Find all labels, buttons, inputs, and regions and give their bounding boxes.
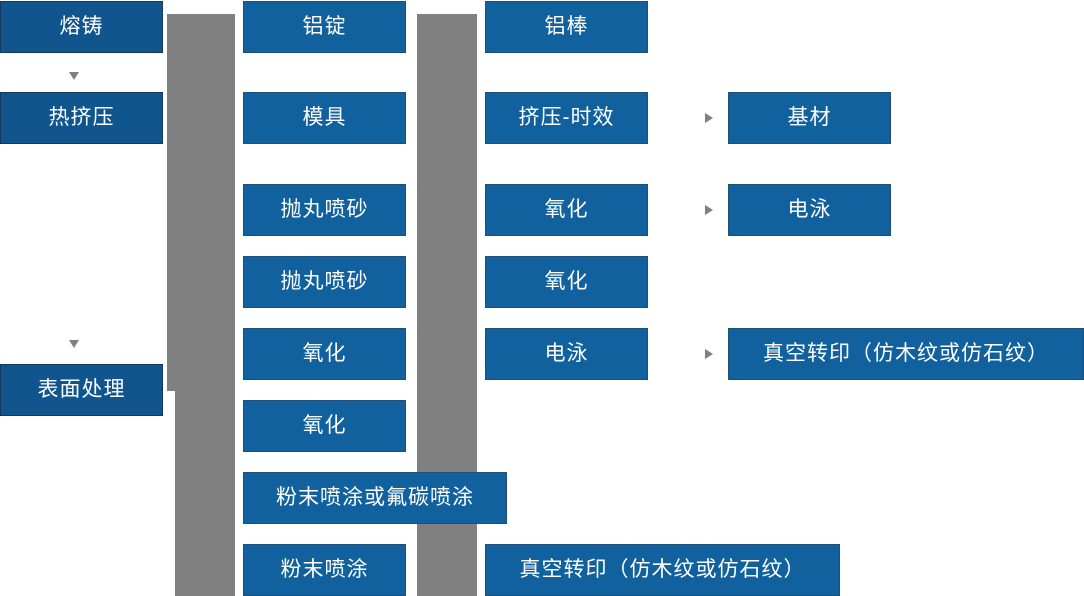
arrow-right-icon — [466, 22, 474, 32]
arrow-right-icon — [705, 205, 713, 215]
node-label: 挤压-时效 — [518, 106, 615, 130]
node-label: 氧化 — [302, 414, 347, 438]
stage-node-label: 表面处理 — [37, 378, 126, 402]
stage-node-hot-extrusion[interactable]: 热挤压 — [0, 92, 163, 144]
node-electrophoresis-col3[interactable]: 电泳 — [485, 328, 648, 380]
arrow-right-icon — [224, 277, 232, 287]
arrow-right-icon — [224, 493, 232, 503]
node-oxidation-col2-1[interactable]: 氧化 — [243, 328, 406, 380]
node-aluminum-ingot[interactable]: 铝锭 — [243, 1, 406, 53]
node-label: 真空转印（仿木纹或仿石纹） — [519, 558, 806, 582]
arrow-right-icon — [466, 349, 474, 359]
stage-node-label: 热挤压 — [48, 106, 115, 130]
arrow-right-icon — [224, 349, 232, 359]
arrow-down-icon — [69, 340, 79, 348]
node-label: 抛丸喷砂 — [280, 198, 369, 222]
arrow-right-icon — [466, 113, 474, 123]
arrow-right-icon — [224, 205, 232, 215]
arrow-right-icon — [466, 565, 474, 575]
node-label: 抛丸喷砂 — [280, 270, 369, 294]
node-powder-coating[interactable]: 粉末喷涂 — [243, 544, 406, 596]
arrow-down-icon — [69, 72, 79, 80]
node-label: 模具 — [302, 106, 347, 130]
arrow-right-icon — [224, 22, 232, 32]
arrow-right-icon — [466, 277, 474, 287]
node-extrusion-aging[interactable]: 挤压-时效 — [485, 92, 648, 144]
node-aluminum-bar[interactable]: 铝棒 — [485, 1, 648, 53]
stage-spine-connector — [167, 14, 177, 391]
node-label: 电泳 — [544, 342, 589, 366]
arrow-right-icon — [466, 205, 474, 215]
node-powder-or-fluorocarbon-coating[interactable]: 粉末喷涂或氟碳喷涂 — [243, 472, 507, 524]
node-label: 氧化 — [544, 270, 589, 294]
node-shot-blasting-2[interactable]: 抛丸喷砂 — [243, 256, 406, 308]
node-label: 粉末喷涂 — [280, 558, 369, 582]
node-label: 铝棒 — [544, 15, 589, 39]
node-label: 氧化 — [302, 342, 347, 366]
column2-spine-connector — [424, 27, 432, 370]
node-label: 铝锭 — [302, 15, 347, 39]
node-mold[interactable]: 模具 — [243, 92, 406, 144]
node-shot-blasting-1[interactable]: 抛丸喷砂 — [243, 184, 406, 236]
arrow-right-icon — [224, 565, 232, 575]
node-electrophoresis-col4[interactable]: 电泳 — [728, 184, 891, 236]
node-label: 氧化 — [544, 198, 589, 222]
node-vacuum-transfer-col3[interactable]: 真空转印（仿木纹或仿石纹） — [485, 544, 840, 596]
stage-node-melt-casting[interactable]: 熔铸 — [0, 1, 163, 53]
node-label: 基材 — [787, 106, 832, 130]
node-label: 真空转印（仿木纹或仿石纹） — [763, 342, 1049, 366]
arrow-right-icon — [224, 421, 232, 431]
node-label: 电泳 — [787, 198, 832, 222]
node-oxidation-col3-2[interactable]: 氧化 — [485, 256, 648, 308]
arrow-right-icon — [224, 113, 232, 123]
arrow-right-icon — [705, 349, 713, 359]
node-label: 粉末喷涂或氟碳喷涂 — [276, 486, 474, 510]
arrow-right-icon — [705, 113, 713, 123]
node-base-material[interactable]: 基材 — [728, 92, 891, 144]
node-oxidation-col2-2[interactable]: 氧化 — [243, 400, 406, 452]
stage-node-surface-treatment[interactable]: 表面处理 — [0, 364, 163, 416]
left-grey-band — [175, 14, 235, 596]
node-vacuum-transfer-col4[interactable]: 真空转印（仿木纹或仿石纹） — [728, 328, 1084, 380]
stage-node-label: 熔铸 — [59, 15, 104, 39]
node-oxidation-col3-1[interactable]: 氧化 — [485, 184, 648, 236]
